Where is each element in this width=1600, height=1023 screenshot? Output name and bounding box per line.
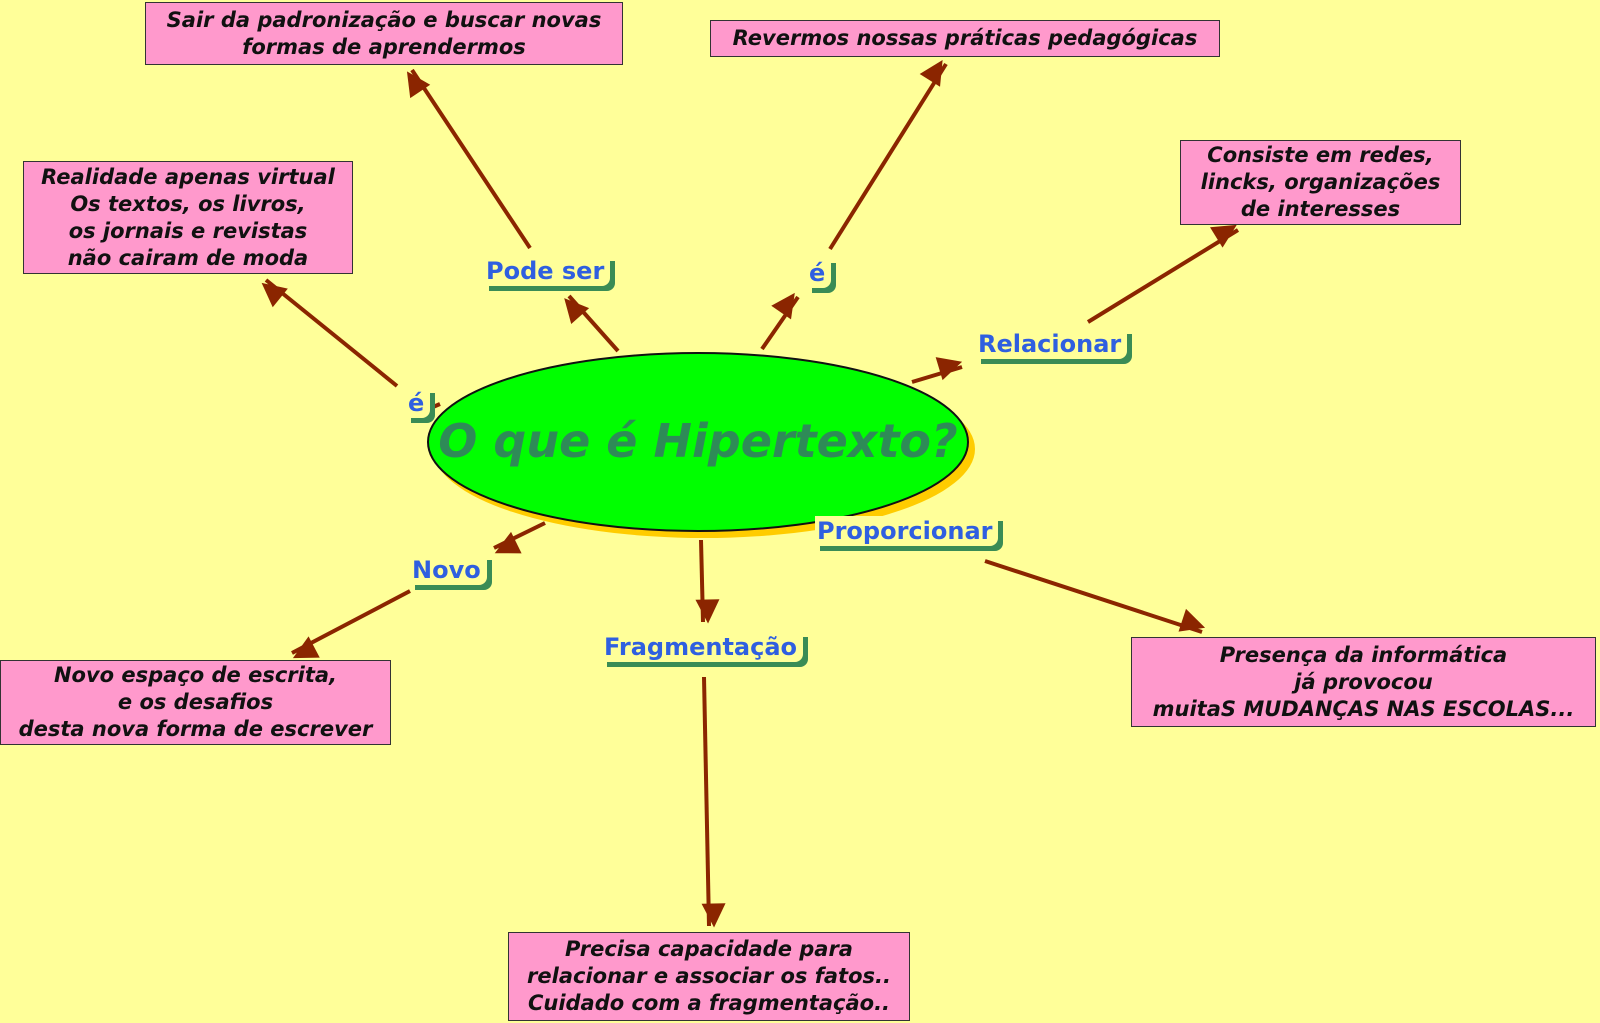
box-precisa-capacidade[interactable]: Precisa capacidade para relacionar e ass… xyxy=(508,932,910,1021)
box-consiste-em-redes[interactable]: Consiste em redes, lincks, organizações … xyxy=(1180,140,1461,225)
arrow-proporcionar-to-presenca xyxy=(984,559,1206,634)
label-novo[interactable]: Novo xyxy=(410,555,487,585)
arrow-center-to-relacionar xyxy=(911,357,963,384)
arrow-pode-ser-to-sair xyxy=(406,68,532,250)
label-e-top[interactable]: é xyxy=(807,258,832,288)
arrow-novo-to-novo-espaco xyxy=(291,589,411,659)
label-relacionar[interactable]: Relacionar xyxy=(976,329,1128,359)
box-realidade-virtual[interactable]: Realidade apenas virtual Os textos, os l… xyxy=(23,161,353,274)
label-fragmentacao[interactable]: Fragmentação xyxy=(602,632,804,662)
arrow-center-to-e-left xyxy=(432,402,441,409)
arrow-e-left-to-realidade xyxy=(261,278,399,388)
box-sair-da-padronizacao[interactable]: Sair da padronização e buscar novas form… xyxy=(145,2,623,65)
label-proporcionar[interactable]: Proporcionar xyxy=(815,516,999,546)
arrow-center-to-e-top xyxy=(760,292,800,351)
arrow-e-top-to-revermos xyxy=(828,59,948,251)
label-pode-ser[interactable]: Pode ser xyxy=(484,256,611,286)
arrow-center-to-fragmentacao xyxy=(695,539,720,624)
label-e-left[interactable]: é xyxy=(406,388,431,418)
box-novo-espaco-de-escrita[interactable]: Novo espaço de escrita, e os desafios de… xyxy=(0,660,391,745)
arrow-center-to-pode-ser xyxy=(564,294,620,353)
center-ellipse xyxy=(427,352,969,532)
arrow-relacionar-to-consiste xyxy=(1086,224,1240,324)
arrow-center-to-novo xyxy=(493,521,546,554)
box-presenca-da-informatica[interactable]: Presença da informática já provocou muit… xyxy=(1131,637,1596,727)
box-revermos-praticas[interactable]: Revermos nossas práticas pedagógicas xyxy=(710,20,1220,57)
arrow-fragmentacao-to-precisa xyxy=(701,676,726,928)
